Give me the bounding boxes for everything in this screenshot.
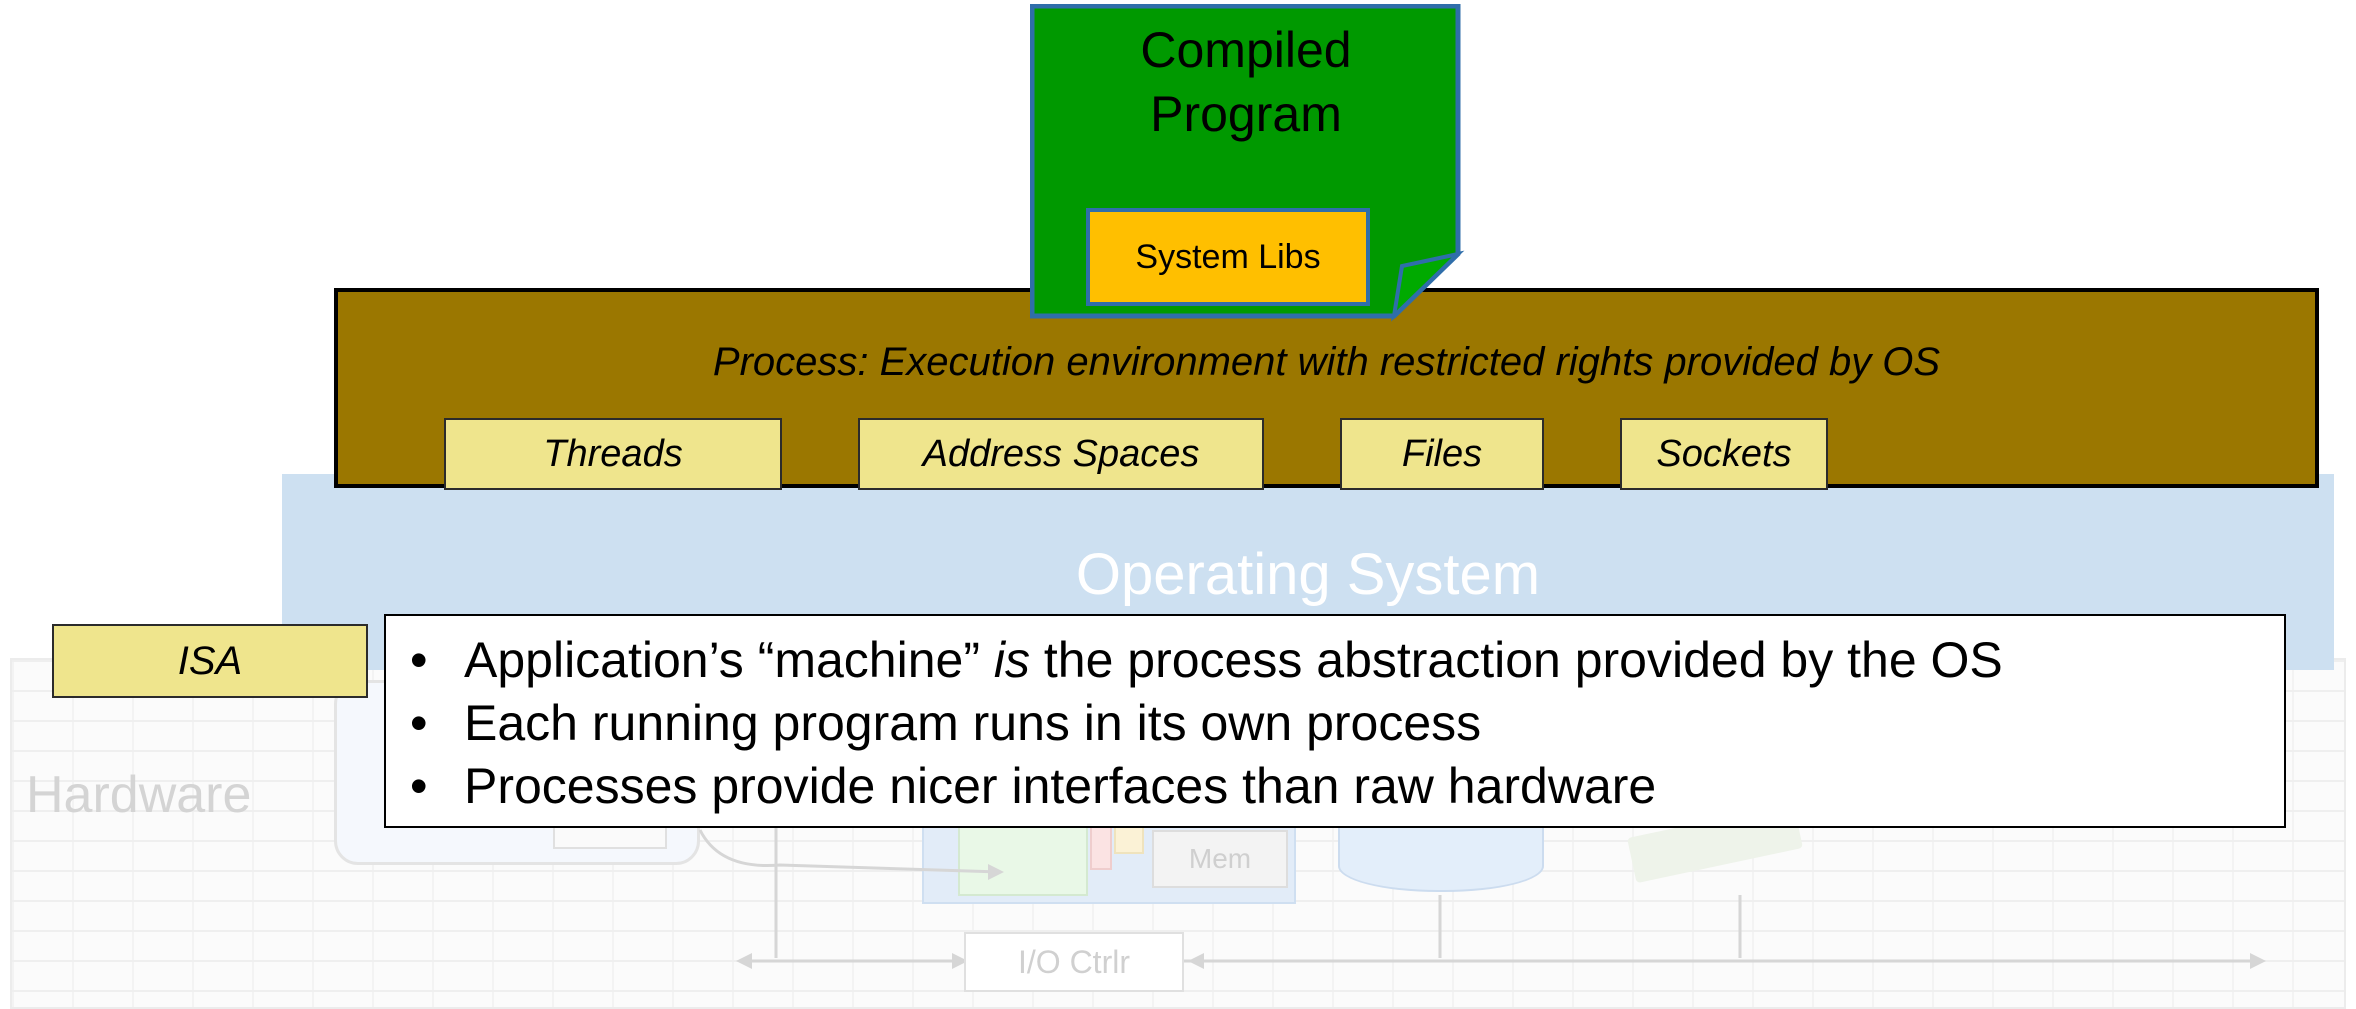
bullet-text: Processes provide nicer interfaces than … xyxy=(464,757,1657,814)
bullet-text: Each running program runs in its own pro… xyxy=(464,694,1482,751)
compiled-program-title: Compiled Program xyxy=(1036,18,1456,146)
bullet-callout: • Application’s “machine” is the process… xyxy=(384,614,2286,828)
process-label: Process: Execution environment with rest… xyxy=(712,340,1941,384)
threads-box: Threads xyxy=(444,418,782,490)
bullet-text: Application’s “machine” is the process a… xyxy=(464,631,2003,689)
bullet-emphasis: is xyxy=(993,631,1030,688)
bullet-text-part: the process abstraction provided by the … xyxy=(1030,631,2003,688)
bullet-marker: • xyxy=(410,694,428,751)
files-box: Files xyxy=(1340,418,1544,490)
bullet-text-part: Application’s “machine” xyxy=(464,631,994,688)
operating-system-label: Operating System xyxy=(1075,542,1541,607)
system-libs-box: System Libs xyxy=(1086,208,1370,306)
bullet-marker: • xyxy=(410,631,428,688)
isa-box: ISA xyxy=(52,624,368,698)
bullet-item: • Processes provide nicer interfaces tha… xyxy=(404,754,2284,817)
sockets-box: Sockets xyxy=(1620,418,1828,490)
bullet-item: • Application’s “machine” is the process… xyxy=(404,628,2284,691)
address-spaces-box: Address Spaces xyxy=(858,418,1264,490)
folded-corner-icon xyxy=(1391,250,1465,322)
hardware-io-controller: I/O Ctrlr xyxy=(964,932,1184,992)
hardware-mem-box: Mem xyxy=(1152,830,1288,888)
bullet-item: • Each running program runs in its own p… xyxy=(404,691,2284,754)
compiled-program-title-line1: Compiled xyxy=(1140,22,1352,78)
hardware-label: Hardware xyxy=(26,766,252,824)
compiled-program-title-line2: Program xyxy=(1150,86,1342,142)
bullet-marker: • xyxy=(410,757,428,814)
hardware-cpu-unit xyxy=(553,825,667,849)
